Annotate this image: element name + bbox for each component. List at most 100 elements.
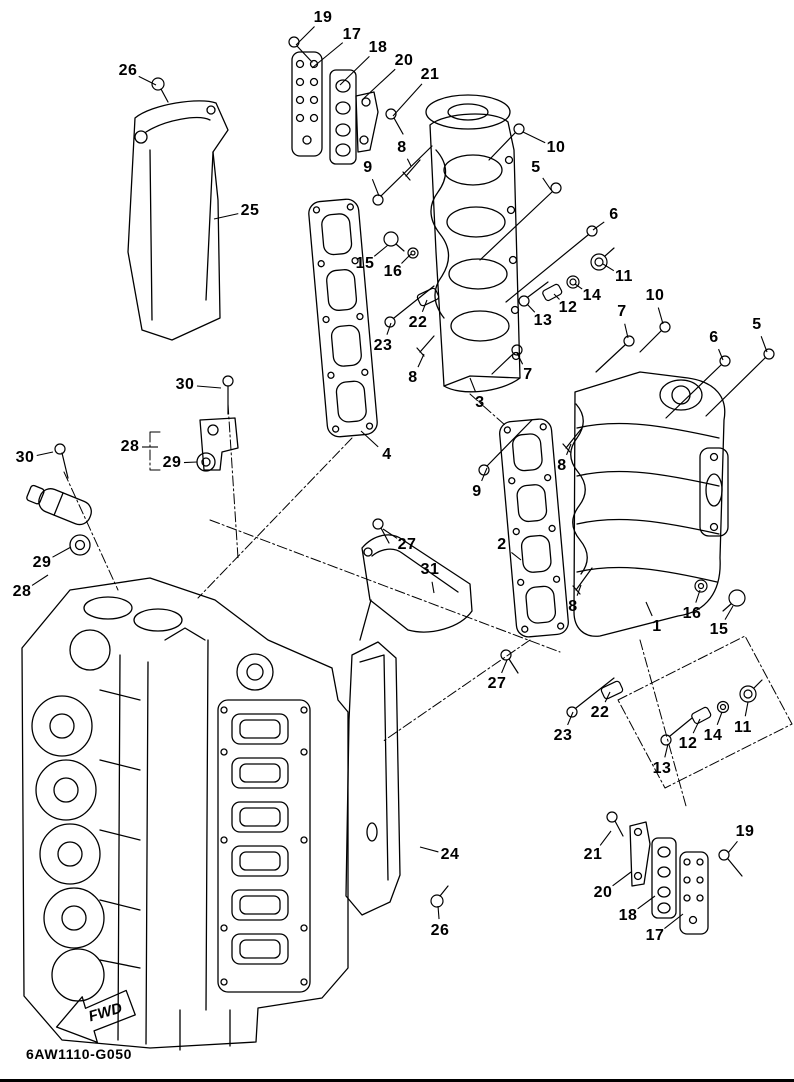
callout-28: 28 — [120, 438, 140, 455]
callout-leader — [421, 299, 428, 313]
callout-leader — [501, 659, 508, 674]
callout-2: 2 — [497, 536, 507, 553]
callout-9: 9 — [472, 483, 482, 500]
callout-14: 14 — [582, 287, 602, 304]
callout-leader — [339, 55, 370, 86]
callout-28: 28 — [12, 583, 32, 600]
bottom-plates-drawing — [629, 821, 709, 935]
callout-19: 19 — [313, 9, 333, 26]
callout-leader — [599, 830, 612, 846]
callout-leader — [695, 589, 701, 603]
callout-leader — [637, 895, 656, 910]
callout-7: 7 — [523, 366, 533, 383]
callout-leader — [612, 871, 632, 887]
engine-block-drawing — [21, 577, 349, 1051]
callout-8: 8 — [397, 139, 407, 156]
callout-10: 10 — [645, 287, 665, 304]
callout-leader — [392, 83, 423, 117]
callout-23: 23 — [373, 337, 393, 354]
center-lines — [63, 393, 793, 807]
callout-leader — [567, 711, 574, 726]
callout-15: 15 — [709, 621, 729, 638]
callout-9: 9 — [363, 159, 373, 176]
callout-20: 20 — [593, 884, 613, 901]
callout-19: 19 — [735, 823, 755, 840]
callout-leader — [196, 385, 222, 389]
callout-leader — [657, 307, 664, 325]
callout-3: 3 — [475, 394, 485, 411]
callout-leader — [382, 528, 398, 539]
callout-13: 13 — [533, 312, 553, 329]
callout-16: 16 — [383, 263, 403, 280]
callout-leader — [645, 601, 653, 617]
sensor-28-left-drawing — [26, 484, 92, 556]
callout-leader — [295, 26, 315, 46]
callout-12: 12 — [678, 735, 698, 752]
callout-22: 22 — [408, 314, 428, 331]
callout-24: 24 — [440, 846, 460, 863]
callout-leader — [574, 283, 583, 290]
callout-leader — [183, 461, 198, 464]
callout-27: 27 — [487, 675, 507, 692]
callout-leader — [553, 293, 560, 300]
callout-leader — [31, 574, 49, 586]
callout-26: 26 — [118, 62, 138, 79]
callout-leader — [716, 711, 723, 725]
callout-17: 17 — [645, 927, 665, 944]
callout-leader — [213, 213, 239, 220]
callout-30: 30 — [175, 376, 195, 393]
callout-31: 31 — [420, 561, 440, 578]
callout-26: 26 — [430, 922, 450, 939]
callout-leader — [566, 443, 572, 456]
callout-leader — [431, 581, 435, 594]
callout-30: 30 — [15, 449, 35, 466]
gasket-lower-drawing — [499, 418, 569, 638]
callout-20: 20 — [394, 52, 414, 69]
side-panel-drawing — [345, 641, 401, 916]
callout-leader — [718, 348, 724, 361]
callout-leader — [138, 75, 157, 86]
callout-12: 12 — [558, 299, 578, 316]
callout-23: 23 — [553, 727, 573, 744]
callout-16: 16 — [682, 605, 702, 622]
callout-5: 5 — [752, 316, 762, 333]
callout-leader — [36, 451, 54, 457]
callout-leader — [360, 430, 379, 448]
callout-29: 29 — [32, 554, 52, 571]
callout-27: 27 — [397, 536, 417, 553]
callout-leader — [664, 913, 684, 930]
callout-5: 5 — [531, 159, 541, 176]
callout-leader — [576, 584, 582, 596]
callout-11: 11 — [734, 719, 752, 736]
callout-leader — [437, 905, 440, 920]
callout-25: 25 — [240, 202, 260, 219]
callout-leader — [522, 131, 546, 144]
callout-leader — [592, 221, 605, 231]
callout-leader — [469, 377, 477, 393]
callout-leader — [744, 701, 749, 717]
intake-manifold-upper-drawing — [425, 94, 521, 393]
callout-leader — [692, 718, 701, 734]
callout-11: 11 — [615, 268, 633, 285]
callout-18: 18 — [368, 39, 388, 56]
callout-10: 10 — [546, 139, 566, 156]
callout-21: 21 — [420, 66, 440, 83]
callout-6: 6 — [709, 329, 719, 346]
callout-18: 18 — [618, 907, 638, 924]
callout-leader — [361, 68, 396, 101]
callout-leader — [311, 42, 344, 69]
callout-leader — [664, 743, 669, 758]
callout-leader — [526, 303, 536, 313]
callout-1: 1 — [652, 618, 662, 635]
callout-8: 8 — [568, 598, 578, 615]
callout-leader — [602, 263, 615, 272]
callout-13: 13 — [652, 760, 672, 777]
callout-leader — [724, 605, 734, 620]
callout-leader — [516, 352, 524, 365]
intake-manifold-lower-drawing — [570, 371, 729, 637]
callout-leader — [371, 178, 380, 197]
callout-leader — [419, 846, 439, 853]
callout-22: 22 — [590, 704, 610, 721]
